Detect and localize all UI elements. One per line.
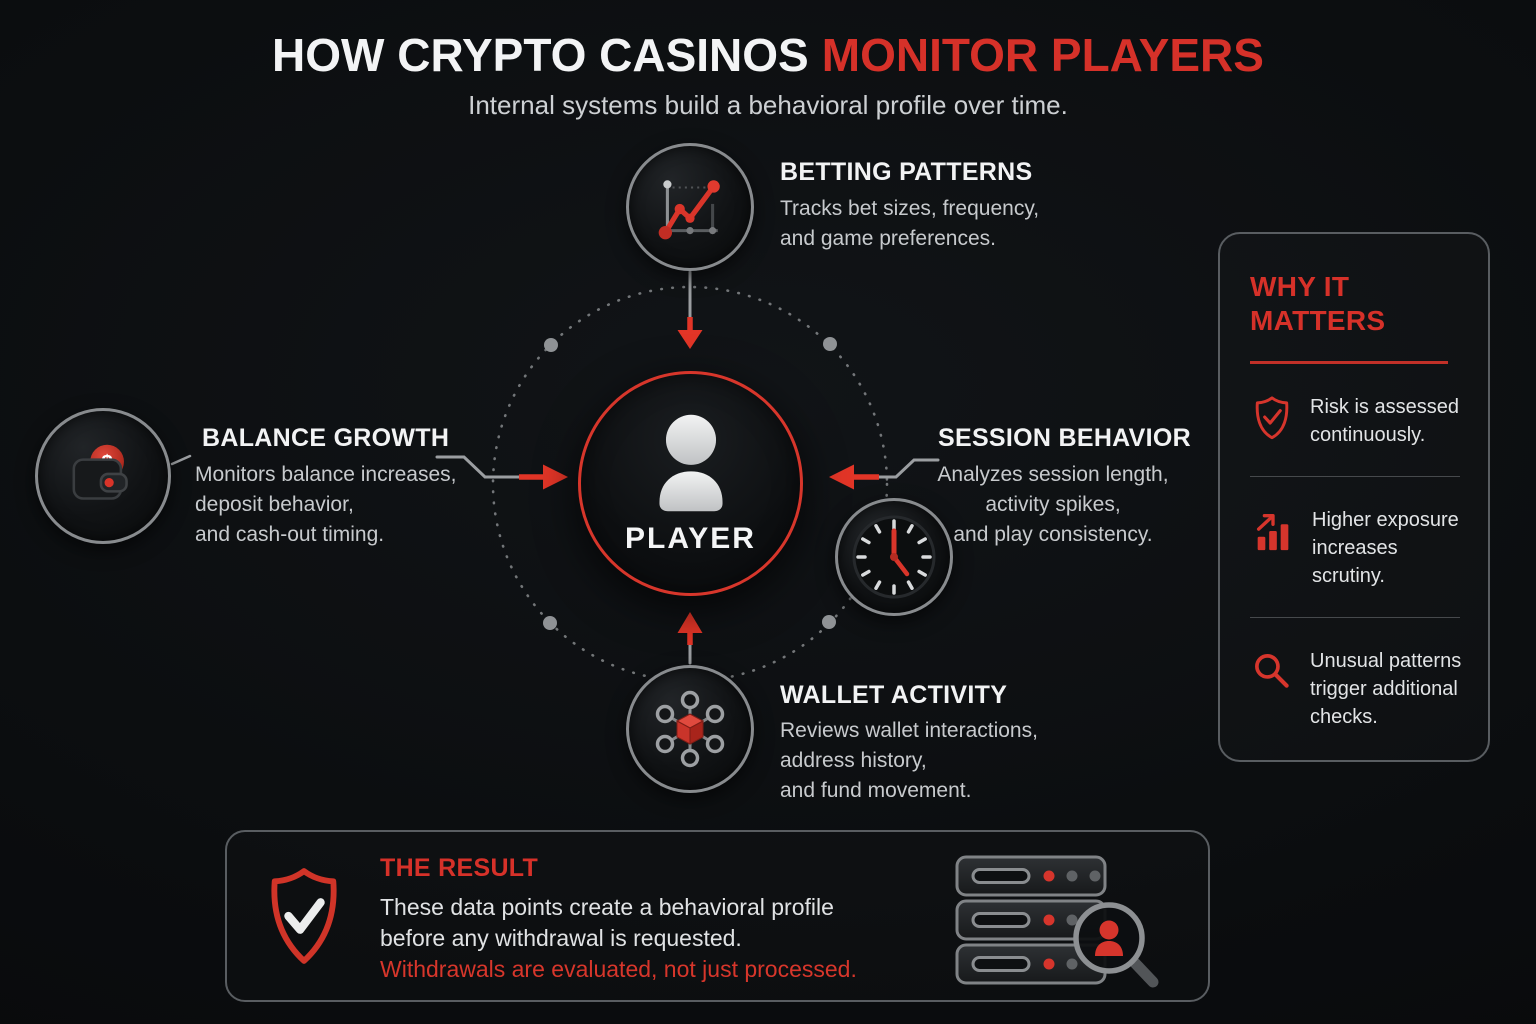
text-line: Monitors balance increases, (195, 463, 457, 486)
why-item-text: Higher exposure increases scrutiny. (1312, 506, 1459, 590)
line-chart-icon (658, 180, 720, 240)
text-line: before any withdrawal is requested. (380, 925, 742, 951)
why-it-matters-panel: WHY IT MATTERS Risk is assessed continuo… (1218, 232, 1490, 762)
why-item-text: Unusual patterns trigger additional chec… (1310, 647, 1461, 731)
result-panel: THE RESULT These data points create a be… (225, 830, 1210, 1002)
text-line: These data points create a behavioral pr… (380, 894, 834, 920)
magnifier-icon (1255, 654, 1289, 688)
text-line: continuously. (1310, 424, 1426, 446)
why-panel-title: WHY IT MATTERS (1250, 270, 1464, 338)
balance-growth-title: BALANCE GROWTH (202, 424, 450, 452)
wallet-activity-node (626, 665, 754, 793)
session-behavior-title: SESSION BEHAVIOR (938, 424, 1191, 452)
text-line: Risk is assessed (1310, 396, 1459, 418)
session-behavior-description: Analyzes session length, activity spikes… (920, 460, 1186, 550)
text-line: Analyzes session length, (937, 463, 1169, 486)
betting-patterns-description: Tracks bet sizes, frequency, and game pr… (780, 194, 1039, 254)
result-body: These data points create a behavioral pr… (380, 892, 834, 954)
text-line: Unusual patterns (1310, 650, 1462, 672)
server-scan-icon (955, 855, 1159, 988)
wallet-activity-title: WALLET ACTIVITY (780, 681, 1008, 709)
wallet-icon: $ (72, 444, 128, 500)
text-line: Tracks bet sizes, frequency, (780, 197, 1040, 220)
balance-growth-node: $ (35, 408, 171, 544)
divider (1250, 617, 1460, 618)
betting-patterns-node (626, 143, 754, 271)
person-icon (658, 414, 723, 511)
text-line: and fund movement. (780, 779, 972, 802)
text-line: WHY IT (1250, 271, 1350, 302)
text-line: Reviews wallet interactions, (780, 719, 1038, 742)
title-underline (1250, 361, 1448, 364)
why-item-unusual-patterns: Unusual patterns trigger additional chec… (1250, 647, 1464, 731)
why-item-exposure: Higher exposure increases scrutiny. (1250, 506, 1464, 590)
title-part-white: HOW CRYPTO CASINOS (272, 29, 809, 81)
betting-patterns-title: BETTING PATTERNS (780, 158, 1033, 186)
clock-icon (852, 515, 936, 599)
shield-check-icon (271, 868, 337, 964)
balance-growth-description: Monitors balance increases, deposit beha… (195, 460, 456, 550)
text-line: address history, (780, 749, 927, 772)
session-behavior-node (835, 498, 953, 616)
text-line: checks. (1310, 706, 1378, 728)
text-line: Higher exposure (1312, 509, 1459, 531)
text-line: trigger additional (1310, 678, 1458, 700)
title-part-red: MONITOR PLAYERS (821, 29, 1264, 81)
text-line: activity spikes, (985, 493, 1121, 516)
text-line: and cash-out timing. (195, 523, 385, 546)
text-line: and game preferences. (780, 227, 996, 250)
why-item-risk: Risk is assessed continuously. (1250, 393, 1464, 449)
text-line: and play consistency. (953, 523, 1153, 546)
why-item-text: Risk is assessed continuously. (1310, 393, 1459, 449)
text-line: MATTERS (1250, 305, 1386, 336)
player-node: PLAYER (578, 371, 803, 596)
player-label: PLAYER (625, 521, 756, 555)
shield-check-icon (1255, 396, 1289, 440)
text-line: increases (1312, 537, 1398, 559)
text-line: scrutiny. (1312, 565, 1385, 587)
divider (1250, 476, 1460, 477)
page-subtitle: Internal systems build a behavioral prof… (468, 90, 1068, 120)
network-icon (655, 690, 725, 768)
wallet-activity-description: Reviews wallet interactions, address his… (780, 716, 1038, 806)
bar-chart-icon (1256, 513, 1289, 551)
text-line: deposit behavior, (195, 493, 354, 516)
result-highlight: Withdrawals are evaluated, not just proc… (380, 956, 857, 982)
result-title: THE RESULT (380, 854, 539, 882)
